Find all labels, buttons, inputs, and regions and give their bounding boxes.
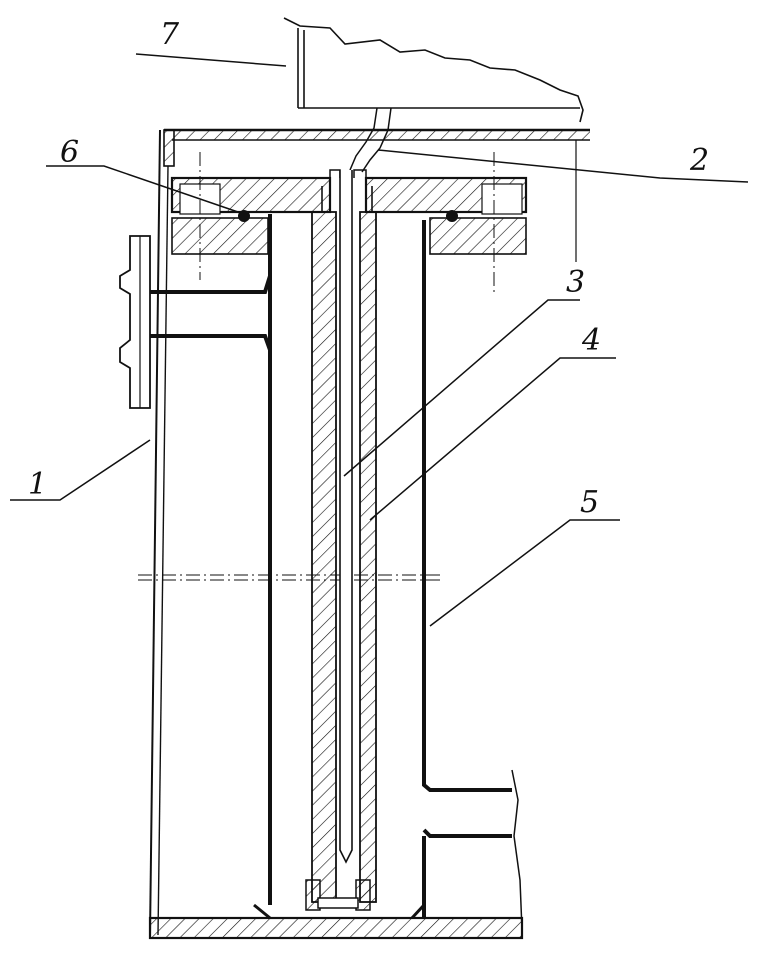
callout-4: 4 xyxy=(582,323,602,358)
leader-lines xyxy=(10,53,749,627)
callout-3: 3 xyxy=(566,265,586,300)
bottom-plate xyxy=(148,903,524,940)
top-cover xyxy=(163,128,590,262)
tube-part-2 xyxy=(349,107,392,173)
callout-5: 5 xyxy=(580,485,600,520)
flange-block xyxy=(170,169,528,255)
callout-2: 2 xyxy=(690,143,710,178)
inner-tube-part-5 xyxy=(268,220,523,931)
center-lines xyxy=(138,152,495,581)
outer-shell-part-1 xyxy=(149,129,169,936)
callout-7: 7 xyxy=(160,17,180,52)
upper-body-part-7 xyxy=(283,17,584,123)
callout-6: 6 xyxy=(60,135,80,170)
callout-1: 1 xyxy=(28,467,48,502)
left-nozzle xyxy=(119,214,272,905)
electrode-parts-3-4 xyxy=(305,170,377,911)
seal-rings-part-6 xyxy=(238,210,458,222)
